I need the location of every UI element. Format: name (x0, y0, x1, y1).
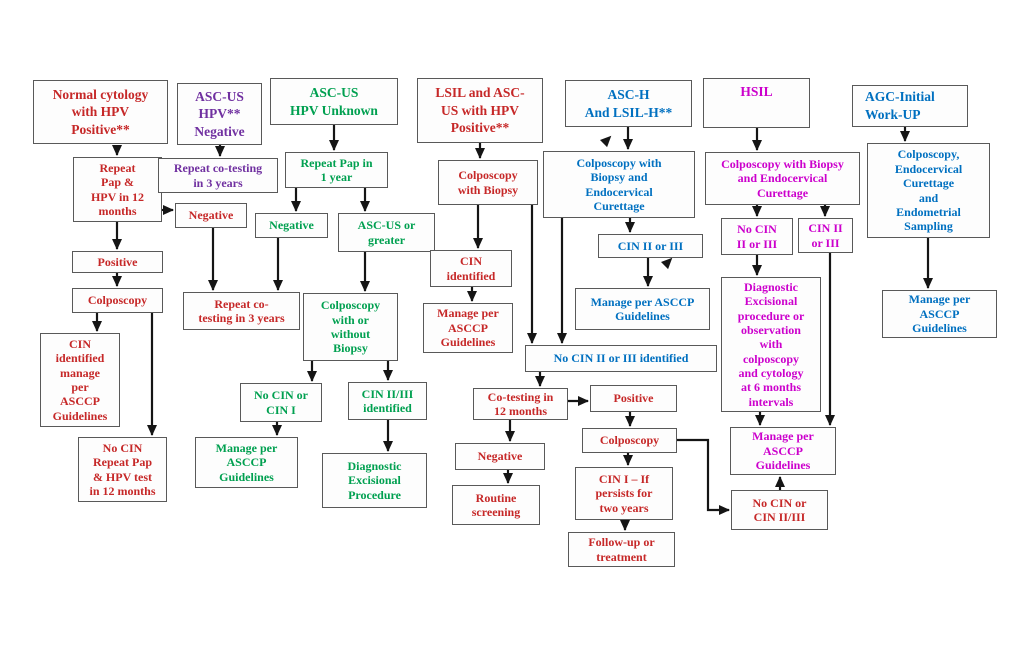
flow-node-repeat-pap-1y: Repeat Pap in 1 year (285, 152, 388, 188)
flow-node-cin-2-3-blue: CIN II or III (598, 234, 703, 258)
flow-node-manage-asccp-red: Manage per ASCCP Guidelines (423, 303, 513, 353)
flow-node-ascus-or-greater: ASC-US or greater (338, 213, 435, 252)
flow-node-h-ascus-hpv-negative: ASC-US HPV** Negative (177, 83, 262, 145)
flow-node-cin-identified-2: CIN identified (430, 250, 512, 287)
flow-node-h-hsil: HSIL (703, 78, 810, 128)
flow-node-manage-asccp-green: Manage per ASCCP Guidelines (195, 437, 298, 488)
flow-node-h-asch-lsilh: ASC-H And LSIL-H** (565, 80, 692, 127)
flow-node-colposcopy-biopsy: Colposcopy with Biopsy (438, 160, 538, 205)
flow-node-no-cin-repeat: No CIN Repeat Pap & HPV test in 12 month… (78, 437, 167, 502)
flow-node-colposcopy-2: Colposcopy (582, 428, 677, 453)
flow-node-positive-1: Positive (72, 251, 163, 273)
flow-node-manage-asccp-blue-mid: Manage per ASCCP Guidelines (575, 288, 710, 330)
flow-node-colposcopy-biopsy-ecc-magenta: Colposcopy with Biopsy and Endocervical … (705, 152, 860, 205)
flow-node-repeat-cotesting-3y-purple: Repeat co-testing in 3 years (158, 158, 278, 193)
flow-node-h-agc: AGC-Initial Work-UP (852, 85, 968, 127)
flow-node-repeat-pap-hpv-12: Repeat Pap & HPV in 12 months (73, 157, 162, 222)
flow-node-cin23-identified: CIN II/III identified (348, 382, 427, 420)
flow-node-no-cin-or-cin1: No CIN or CIN I (240, 383, 322, 422)
flow-arrow-colposcopy-2-to-no-cin-or-cin23-red (677, 438, 730, 515)
flow-node-colposcopy-wwo-biopsy: Colposcopy with or without Biopsy (303, 293, 398, 361)
flow-node-manage-asccp-magenta: Manage per ASCCP Guidelines (730, 427, 836, 475)
flow-node-positive-2: Positive (590, 385, 677, 412)
flow-node-no-cin-or-cin23-red: No CIN or CIN II/III (731, 490, 828, 530)
flow-node-diagnostic-excisional: Diagnostic Excisional Procedure (322, 453, 427, 508)
flow-node-manage-asccp-blue-right: Manage per ASCCP Guidelines (882, 290, 997, 338)
flow-node-followup-treatment: Follow-up or treatment (568, 532, 675, 567)
flow-node-cin-2-3-magenta: CIN II or III (798, 218, 853, 253)
flow-node-routine-screening: Routine screening (452, 485, 540, 525)
flow-node-negative-green: Negative (255, 213, 328, 238)
stray-arrowhead-icon-1 (600, 135, 612, 148)
flow-node-cin1-persists: CIN I – If persists for two years (575, 467, 673, 520)
flow-node-negative-red-1: Negative (175, 203, 247, 228)
flow-node-diagnostic-or-observation: Diagnostic Excisional procedure or obser… (721, 277, 821, 412)
flow-node-cotesting-12: Co-testing in 12 months (473, 388, 568, 420)
flow-node-h-normal-cytology: Normal cytology with HPV Positive** (33, 80, 168, 144)
flow-node-colposcopy-biopsy-ecc-blue: Colposcopy with Biopsy and Endocervical … (543, 151, 695, 218)
flow-node-cin-identified-manage: CIN identified manage per ASCCP Guidelin… (40, 333, 120, 427)
flow-node-repeat-cotesting-3y-red: Repeat co- testing in 3 years (183, 292, 300, 330)
flow-node-colposcopy-ecc-endometrial: Colposcopy, Endocervical Curettage and E… (867, 143, 990, 238)
flow-node-negative-red-2: Negative (455, 443, 545, 470)
flow-node-h-ascus-hpv-unknown: ASC-US HPV Unknown (270, 78, 398, 125)
flow-node-h-lsil-ascus-hpv-pos: LSIL and ASC- US with HPV Positive** (417, 78, 543, 143)
flow-node-colposcopy-1: Colposcopy (72, 288, 163, 313)
flow-node-no-cin-2-3-magenta: No CIN II or III (721, 218, 793, 255)
flow-node-no-cin23-identified: No CIN II or III identified (525, 345, 717, 372)
